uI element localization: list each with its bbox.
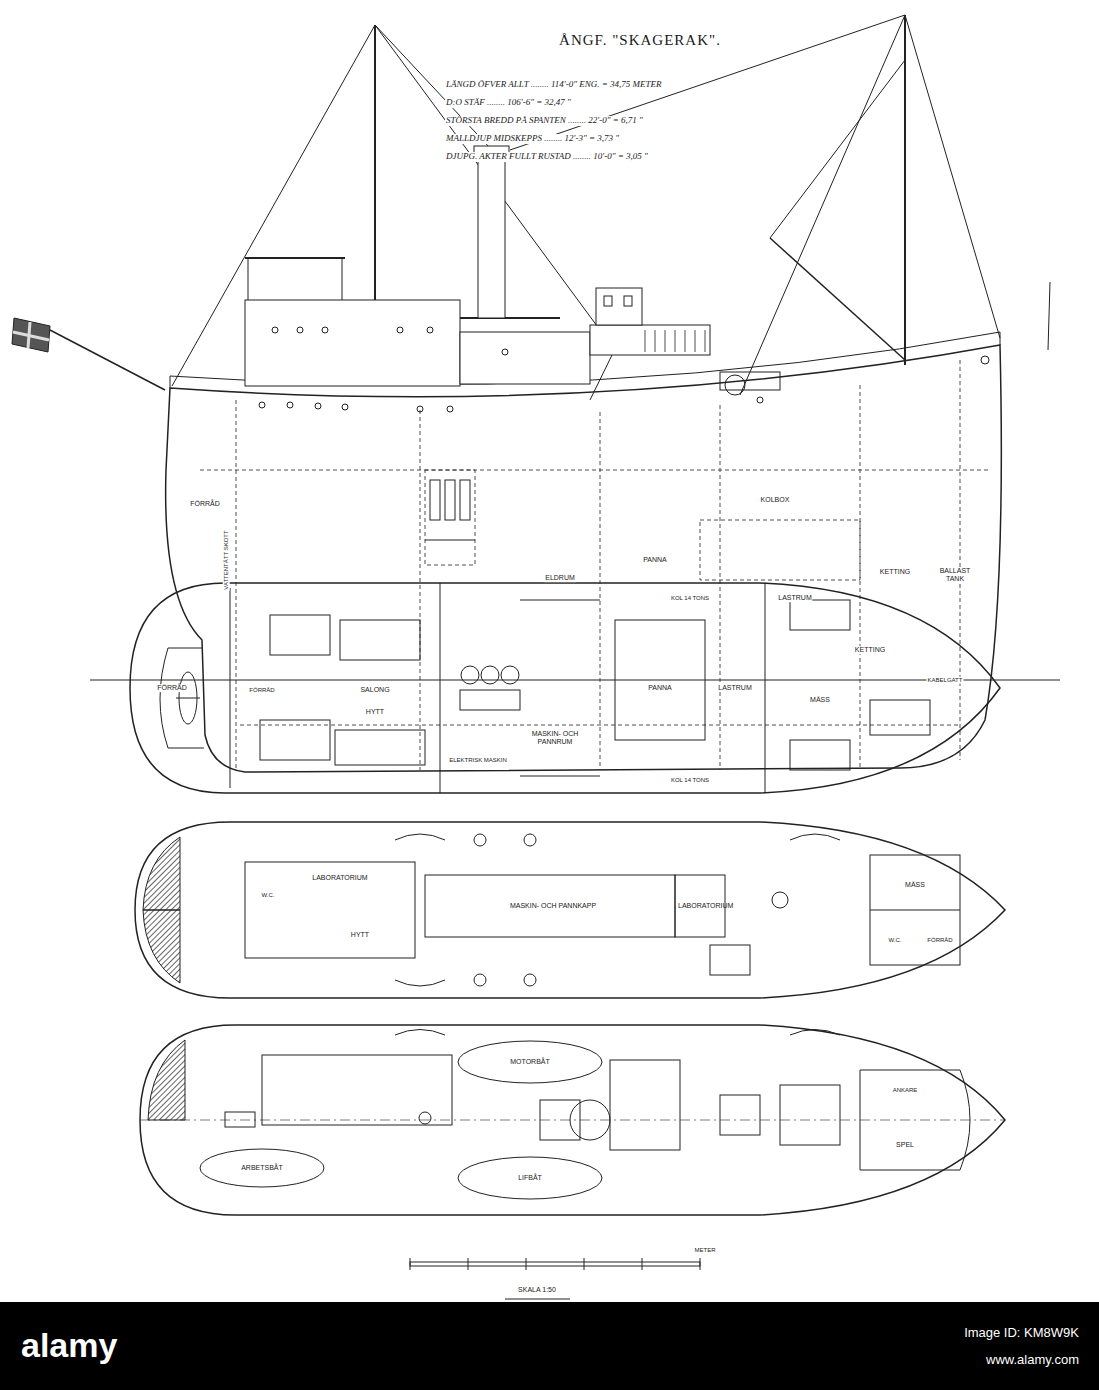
compartment-label: SKALA 1:50 [517, 1286, 557, 1294]
compartment-label: LASTRUM [717, 684, 752, 692]
boat-deck-plan [140, 1025, 1005, 1215]
main-deck-plan [135, 822, 1005, 998]
compartment-label: HYTT [350, 931, 370, 939]
profile-view [12, 15, 1060, 772]
lower-deck-plan [130, 583, 1000, 793]
compartment-label: W.C. [261, 892, 276, 899]
compartment-label: KETTING [854, 646, 886, 654]
watermark-text: Image ID: KM8W9K [963, 1326, 1080, 1340]
compartment-label: BALLAST TANK [934, 567, 976, 582]
dimension-text: STÖRSTA BREDD PÅ SPANTEN ........ 22'-0"… [445, 116, 644, 126]
compartment-label: ELDRUM [544, 574, 576, 582]
compartment-label: PANNA [647, 684, 673, 692]
compartment-label: KOL 14 TONS [670, 777, 710, 784]
compartment-label: FÖRRÅD [926, 937, 953, 944]
compartment-label: W.C. [888, 937, 903, 944]
compartment-label: MOTORBÅT [509, 1058, 551, 1066]
watermark-band [0, 1302, 1099, 1390]
compartment-label: METER [694, 1247, 717, 1254]
compartment-label: LASTRUM [777, 594, 812, 602]
watermark-text: www.alamy.com [985, 1353, 1080, 1367]
dimension-text: DJUPG. AKTER FULLT RUSTAD ........ 10'-0… [445, 152, 649, 162]
watermark-text: alamy [20, 1327, 118, 1364]
compartment-label: MÄSS [904, 881, 926, 889]
compartment-label: LABORATORIUM [311, 874, 368, 882]
compartment-label: ELEKTRISK MASKIN [448, 757, 508, 764]
dimension-text: LÄNGD ÖFVER ALLT ........ 114'-0" ENG. =… [445, 80, 663, 90]
compartment-label: KOL 14 TONS [670, 595, 710, 602]
compartment-label: KETTING [879, 568, 911, 576]
compartment-label: MASKIN- OCH PANNRUM [519, 730, 591, 745]
compartment-label: FÖRRÅD [156, 684, 188, 692]
compartment-label: ARBETSBÅT [240, 1164, 284, 1172]
dimension-text: D:O STÄF ........ 106'-6" = 32,47 " [445, 98, 572, 108]
compartment-label: VATTENTÄTT SKOTT [223, 529, 230, 590]
compartment-label: MÄSS [809, 696, 831, 704]
dimension-text: MALLDJUP MIDSKEPPS ........ 12'-3" = 3,7… [445, 134, 620, 144]
scale-bar [410, 1258, 700, 1299]
compartment-label: LABORATORIUM [677, 902, 723, 910]
compartment-label: HYTT [365, 708, 385, 716]
compartment-label: FÖRRÅD [189, 500, 221, 508]
compartment-label: PANNA [642, 556, 668, 564]
compartment-label: ANKARE [892, 1087, 919, 1094]
drawing-title: ÅNGF. "SKAGERAK". [557, 32, 723, 49]
compartment-label: SPEL [895, 1141, 915, 1149]
compartment-label: KABELGATT [927, 677, 964, 684]
compartment-label: KOLBOX [760, 496, 791, 504]
compartment-label: MASKIN- OCH PANNKAPP [509, 902, 597, 910]
compartment-label: LIFBÅT [517, 1174, 543, 1182]
compartment-label: FÖRRÅD [248, 687, 275, 694]
compartment-label: SALONG [359, 686, 390, 694]
